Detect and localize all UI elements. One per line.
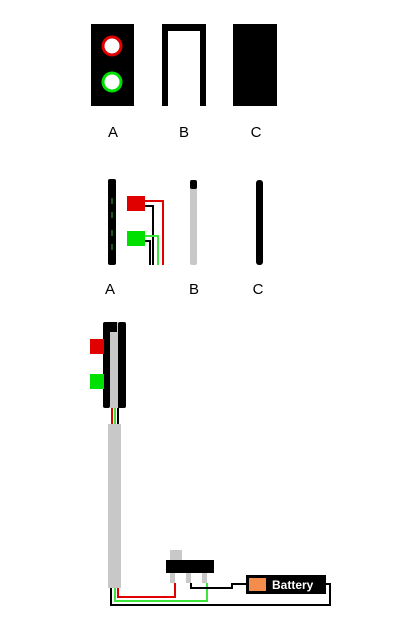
front-part-c xyxy=(233,24,277,106)
red-led-side xyxy=(127,196,145,211)
circuit-wires xyxy=(110,583,331,606)
side-leds-with-wires xyxy=(127,196,164,265)
red-led-assembled xyxy=(90,339,104,354)
front-part-a xyxy=(91,24,134,106)
front-label-a: A xyxy=(107,124,118,141)
side-part-c xyxy=(256,180,263,265)
battery-label: Battery xyxy=(272,578,314,592)
side-label-c: C xyxy=(252,281,264,298)
green-led-assembled xyxy=(90,374,104,389)
front-label-c: C xyxy=(250,124,262,141)
green-led-front xyxy=(101,71,123,93)
side-part-a xyxy=(108,179,116,265)
red-led-front xyxy=(101,35,123,57)
side-label-b: B xyxy=(188,281,199,298)
front-part-b xyxy=(162,24,206,106)
front-label-b: B xyxy=(178,124,189,141)
side-part-b xyxy=(190,180,197,265)
slide-switch xyxy=(166,550,214,583)
battery: Battery xyxy=(246,575,326,594)
signal-pole xyxy=(108,424,121,588)
assembled-signal xyxy=(90,322,126,588)
side-label-a: A xyxy=(104,281,115,298)
green-led-side xyxy=(127,231,145,246)
